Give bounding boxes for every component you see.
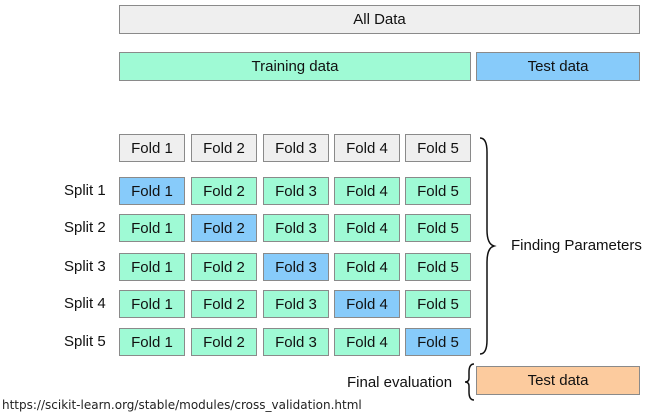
split-2-fold-1-train: Fold 1 bbox=[119, 214, 185, 242]
split-label-2: Split 2 bbox=[64, 219, 106, 236]
training-data-bar: Training data bbox=[119, 52, 471, 81]
header-fold-1: Fold 1 bbox=[119, 134, 185, 162]
finding-parameters-brace bbox=[479, 137, 497, 355]
split-5-fold-3-train: Fold 3 bbox=[263, 328, 329, 356]
split-1-fold-3-train: Fold 3 bbox=[263, 177, 329, 205]
split-label-3: Split 3 bbox=[64, 258, 106, 275]
split-3-fold-4-train: Fold 4 bbox=[334, 253, 400, 281]
split-4-fold-4-test: Fold 4 bbox=[334, 290, 400, 318]
split-1-fold-2-train: Fold 2 bbox=[191, 177, 257, 205]
all-data-bar: All Data bbox=[119, 5, 640, 34]
split-1-fold-1-test: Fold 1 bbox=[119, 177, 185, 205]
split-label-1: Split 1 bbox=[64, 182, 106, 199]
split-4-fold-2-train: Fold 2 bbox=[191, 290, 257, 318]
test-data-bar: Test data bbox=[476, 52, 640, 81]
split-5-fold-4-train: Fold 4 bbox=[334, 328, 400, 356]
split-5-fold-2-train: Fold 2 bbox=[191, 328, 257, 356]
split-3-fold-3-test: Fold 3 bbox=[263, 253, 329, 281]
finding-parameters-label: Finding Parameters bbox=[511, 237, 642, 254]
split-2-fold-4-train: Fold 4 bbox=[334, 214, 400, 242]
final-test-data-box: Test data bbox=[476, 366, 640, 395]
split-4-fold-5-train: Fold 5 bbox=[405, 290, 471, 318]
source-url[interactable]: https://scikit-learn.org/stable/modules/… bbox=[2, 398, 362, 412]
split-5-fold-5-test: Fold 5 bbox=[405, 328, 471, 356]
split-1-fold-5-train: Fold 5 bbox=[405, 177, 471, 205]
split-label-4: Split 4 bbox=[64, 295, 106, 312]
header-fold-4: Fold 4 bbox=[334, 134, 400, 162]
split-4-fold-1-train: Fold 1 bbox=[119, 290, 185, 318]
split-3-fold-1-train: Fold 1 bbox=[119, 253, 185, 281]
split-4-fold-3-train: Fold 3 bbox=[263, 290, 329, 318]
split-2-fold-2-test: Fold 2 bbox=[191, 214, 257, 242]
split-label-5: Split 5 bbox=[64, 333, 106, 350]
split-3-fold-5-train: Fold 5 bbox=[405, 253, 471, 281]
header-fold-2: Fold 2 bbox=[191, 134, 257, 162]
split-1-fold-4-train: Fold 4 bbox=[334, 177, 400, 205]
header-fold-3: Fold 3 bbox=[263, 134, 329, 162]
split-2-fold-3-train: Fold 3 bbox=[263, 214, 329, 242]
split-2-fold-5-train: Fold 5 bbox=[405, 214, 471, 242]
header-fold-5: Fold 5 bbox=[405, 134, 471, 162]
split-5-fold-1-train: Fold 1 bbox=[119, 328, 185, 356]
final-evaluation-label: Final evaluation bbox=[347, 374, 453, 391]
split-3-fold-2-train: Fold 2 bbox=[191, 253, 257, 281]
final-evaluation-brace bbox=[464, 363, 475, 401]
